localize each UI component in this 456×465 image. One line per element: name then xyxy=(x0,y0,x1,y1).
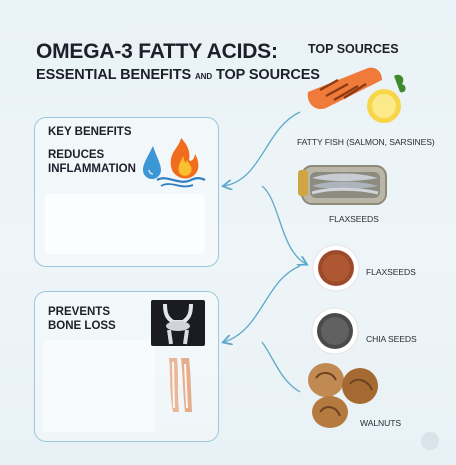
salmon-lemon-icon xyxy=(307,67,406,123)
chia-bowl-icon xyxy=(311,307,359,355)
source-label-chia-seeds: CHIA SEEDS xyxy=(366,334,417,344)
benefit-label-inflammation: REDUCES INFLAMMATION xyxy=(48,149,136,175)
top-sources-heading: TOP SOURCES xyxy=(308,42,399,56)
sardine-tin-icon xyxy=(298,165,387,205)
subtitle-and: AND xyxy=(194,72,213,81)
benefit-card-blank-area xyxy=(43,340,155,432)
source-label-fatty-fish: FATTY FISH (SALMON, SARSINES) xyxy=(297,137,435,147)
benefit-label-bone: PREVENTS BONE LOSS xyxy=(48,306,116,332)
xray-knee-icon xyxy=(151,300,205,346)
page-title: OMEGA-3 FATTY ACIDS: xyxy=(36,40,278,63)
benefit-card-blank-area xyxy=(45,194,205,254)
source-label-flaxseeds-2: FLAXSEEDS xyxy=(366,267,416,277)
arrow-walnuts-to-bone xyxy=(261,341,301,393)
flaxseed-bowl-icon xyxy=(312,244,360,292)
arrow-fish-to-inflammation xyxy=(224,111,301,186)
arrow-flax-to-bone xyxy=(224,265,301,342)
bone-leg-icon xyxy=(169,358,192,412)
source-label-walnuts: WALNUTS xyxy=(360,418,401,428)
walnuts-icon xyxy=(308,363,378,428)
page-subtitle: ESSENTIAL BENEFITS AND TOP SOURCES xyxy=(36,67,320,83)
key-benefits-heading: KEY BENEFITS xyxy=(48,126,132,138)
watermark-badge xyxy=(421,432,439,450)
source-label-flaxseeds-1: FLAXSEEDS xyxy=(329,214,379,224)
subtitle-part-a: ESSENTIAL BENEFITS xyxy=(36,67,195,83)
subtitle-part-b: TOP SOURCES xyxy=(212,67,320,83)
benefit-card-bone: PREVENTS BONE LOSS xyxy=(34,291,219,442)
water-and-flame-icon xyxy=(143,138,206,188)
benefit-card-inflammation: KEY BENEFITS REDUCES INFLAMMATION xyxy=(34,117,219,267)
arrow-sardine-to-inflammation xyxy=(261,185,306,264)
